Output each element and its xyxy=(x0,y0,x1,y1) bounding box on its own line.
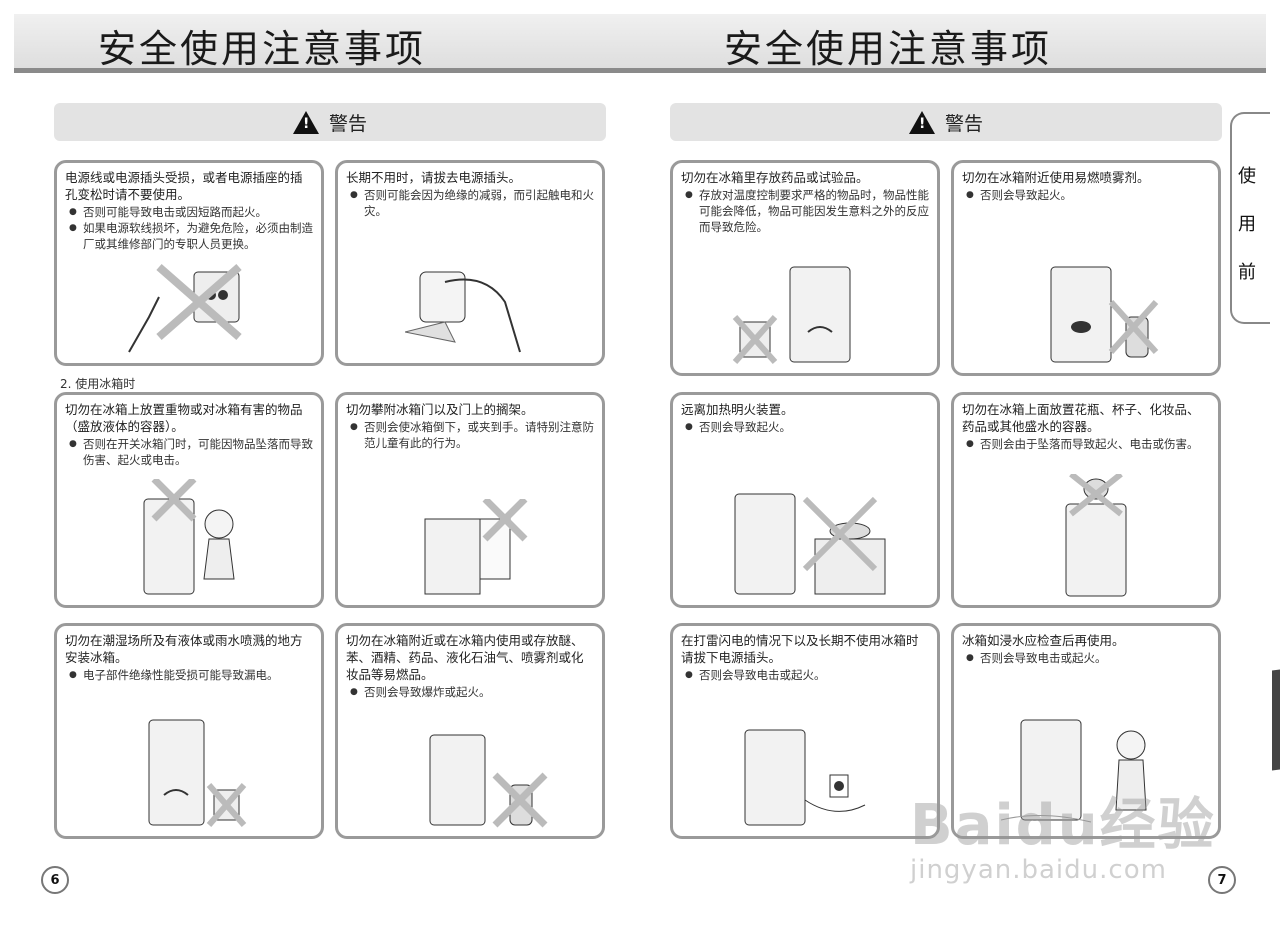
hand-unplug-illustration xyxy=(338,242,602,357)
side-tab-char: 使 xyxy=(1238,166,1256,187)
warning-icon xyxy=(908,110,935,134)
watermark-logo: Baidu经验 xyxy=(910,793,1216,858)
right-page-title: 安全使用注意事项 xyxy=(724,27,1053,71)
card-heading: 切勿在冰箱附近或在冰箱内使用或存放醚、苯、酒精、药品、液化石油气、喷雾剂或化妆品… xyxy=(346,633,584,682)
card-heading: 在打雷闪电的情况下以及长期不使用冰箱时请拔下电源插头。 xyxy=(681,633,919,665)
card-heading: 切勿在冰箱附近使用易燃喷雾剂。 xyxy=(962,170,1150,185)
card-no-medicine-storage: 切勿在冰箱里存放药品或试验品。 存放对温度控制要求严格的物品时，物品性能可能会降… xyxy=(670,160,940,376)
card-heading: 切勿在冰箱里存放药品或试验品。 xyxy=(681,170,869,185)
card-bullet: 否则会由于坠落而导致起火、电击或伤害。 xyxy=(962,436,1210,452)
fridge-water-illustration xyxy=(57,705,321,830)
child-on-door-illustration xyxy=(338,499,602,599)
side-stripe xyxy=(1272,669,1280,771)
fridge-child-illustration xyxy=(57,479,321,599)
warning-label: 警告 xyxy=(944,112,983,135)
card-heading: 切勿在冰箱上面放置花瓶、杯子、化妆品、药品或其他盛水的容器。 xyxy=(962,402,1200,434)
card-no-humid-location: 切勿在潮湿场所及有液体或雨水喷溅的地方安装冰箱。 电子部件绝缘性能受损可能导致漏… xyxy=(54,623,324,839)
card-no-containers-on-top: 切勿在冰箱上面放置花瓶、杯子、化妆品、药品或其他盛水的容器。 否则会由于坠落而导… xyxy=(951,392,1221,608)
card-bullet: 否则会使冰箱倒下，或夹到手。请特别注意防范儿童有此的行为。 xyxy=(346,419,594,451)
right-page-number: 7 xyxy=(1208,866,1236,894)
fridge-unplugged-illustration xyxy=(673,720,937,830)
fridge-stove-illustration xyxy=(673,479,937,599)
side-tab-char: 前 xyxy=(1238,262,1256,283)
card-heading: 电源线或电源插头受损，或者电源插座的插孔变松时请不要使用。 xyxy=(65,170,303,202)
card-no-climbing: 切勿攀附冰箱门以及门上的搁架。 否则会使冰箱倒下，或夹到手。请特别注意防范儿童有… xyxy=(335,392,605,608)
card-unplug-unused: 长期不用时，请拔去电源插头。 否则可能会因为绝缘的减弱，而引起触电和火灾。 xyxy=(335,160,605,366)
card-away-from-heat: 远离加热明火装置。 否则会导致起火。 xyxy=(670,392,940,608)
card-no-spray-nearby: 切勿在冰箱附近使用易燃喷雾剂。 否则会导致起火。 xyxy=(951,160,1221,376)
section-label: 2. 使用冰箱时 xyxy=(60,377,136,391)
card-bullet: 否则会导致电击或起火。 xyxy=(681,667,929,683)
card-bullet: 否则会导致起火。 xyxy=(962,187,1210,203)
side-tab: 使 用 前 xyxy=(1230,112,1270,324)
warning-label: 警告 xyxy=(328,112,367,135)
left-page-number: 6 xyxy=(41,866,69,894)
card-heading: 切勿在潮湿场所及有液体或雨水喷溅的地方安装冰箱。 xyxy=(65,633,303,665)
card-heading: 冰箱如浸水应检查后再使用。 xyxy=(962,633,1125,648)
left-warning-bar: 警告 xyxy=(54,103,606,141)
title-bar-underline xyxy=(14,68,1266,73)
card-bullet: 否则在开关冰箱门时，可能因物品坠落而导致伤害、起火或电击。 xyxy=(65,436,313,468)
flooded-fridge-technician-illustration xyxy=(954,710,1218,830)
plug-socket-illustration xyxy=(57,257,321,357)
card-heading: 远离加热明火装置。 xyxy=(681,402,794,417)
card-damaged-plug: 电源线或电源插头受损，或者电源插座的插孔变松时请不要使用。 否则可能导致电击或因… xyxy=(54,160,324,366)
card-heading: 长期不用时，请拔去电源插头。 xyxy=(346,170,522,185)
scared-fridge-spray-illustration xyxy=(954,257,1218,367)
card-no-flammables: 切勿在冰箱附近或在冰箱内使用或存放醚、苯、酒精、药品、液化石油气、喷雾剂或化妆品… xyxy=(335,623,605,839)
card-no-heavy-objects: 切勿在冰箱上放置重物或对冰箱有害的物品（盛放液体的容器）。 否则在开关冰箱门时，… xyxy=(54,392,324,608)
card-heading: 切勿攀附冰箱门以及门上的搁架。 xyxy=(346,402,534,417)
right-warning-bar: 警告 xyxy=(670,103,1222,141)
card-bullet: 否则会导致爆炸或起火。 xyxy=(346,684,594,700)
sad-fridge-illustration xyxy=(673,257,937,367)
card-bullet: 存放对温度控制要求严格的物品时，物品性能可能会降低，物品可能因发生意料之外的反应… xyxy=(681,187,929,235)
card-check-after-flood: 冰箱如浸水应检查后再使用。 否则会导致电击或起火。 xyxy=(951,623,1221,839)
card-bullet: 否则可能导致电击或因短路而起火。 xyxy=(65,204,313,220)
card-bullet: 如果电源软线损坏，为避免危险，必须由制造厂或其维修部门的专职人员更换。 xyxy=(65,220,313,252)
card-bullet: 否则可能会因为绝缘的减弱，而引起触电和火灾。 xyxy=(346,187,594,219)
watermark: Baidu经验 jingyan.baidu.com xyxy=(910,780,1216,885)
title-bar xyxy=(14,14,1266,68)
card-unplug-lightning: 在打雷闪电的情况下以及长期不使用冰箱时请拔下电源插头。 否则会导致电击或起火。 xyxy=(670,623,940,839)
left-page-title: 安全使用注意事项 xyxy=(98,27,427,71)
watermark-url: jingyan.baidu.com xyxy=(910,855,1167,885)
card-bullet: 否则会导致电击或起火。 xyxy=(962,650,1210,666)
warning-icon xyxy=(292,110,319,134)
side-tab-char: 用 xyxy=(1238,214,1256,235)
card-heading: 切勿在冰箱上放置重物或对冰箱有害的物品（盛放液体的容器）。 xyxy=(65,402,303,434)
fridge-vase-illustration xyxy=(954,474,1218,599)
card-bullet: 电子部件绝缘性能受损可能导致漏电。 xyxy=(65,667,313,683)
card-bullet: 否则会导致起火。 xyxy=(681,419,929,435)
fridge-spray-can-illustration xyxy=(338,730,602,830)
